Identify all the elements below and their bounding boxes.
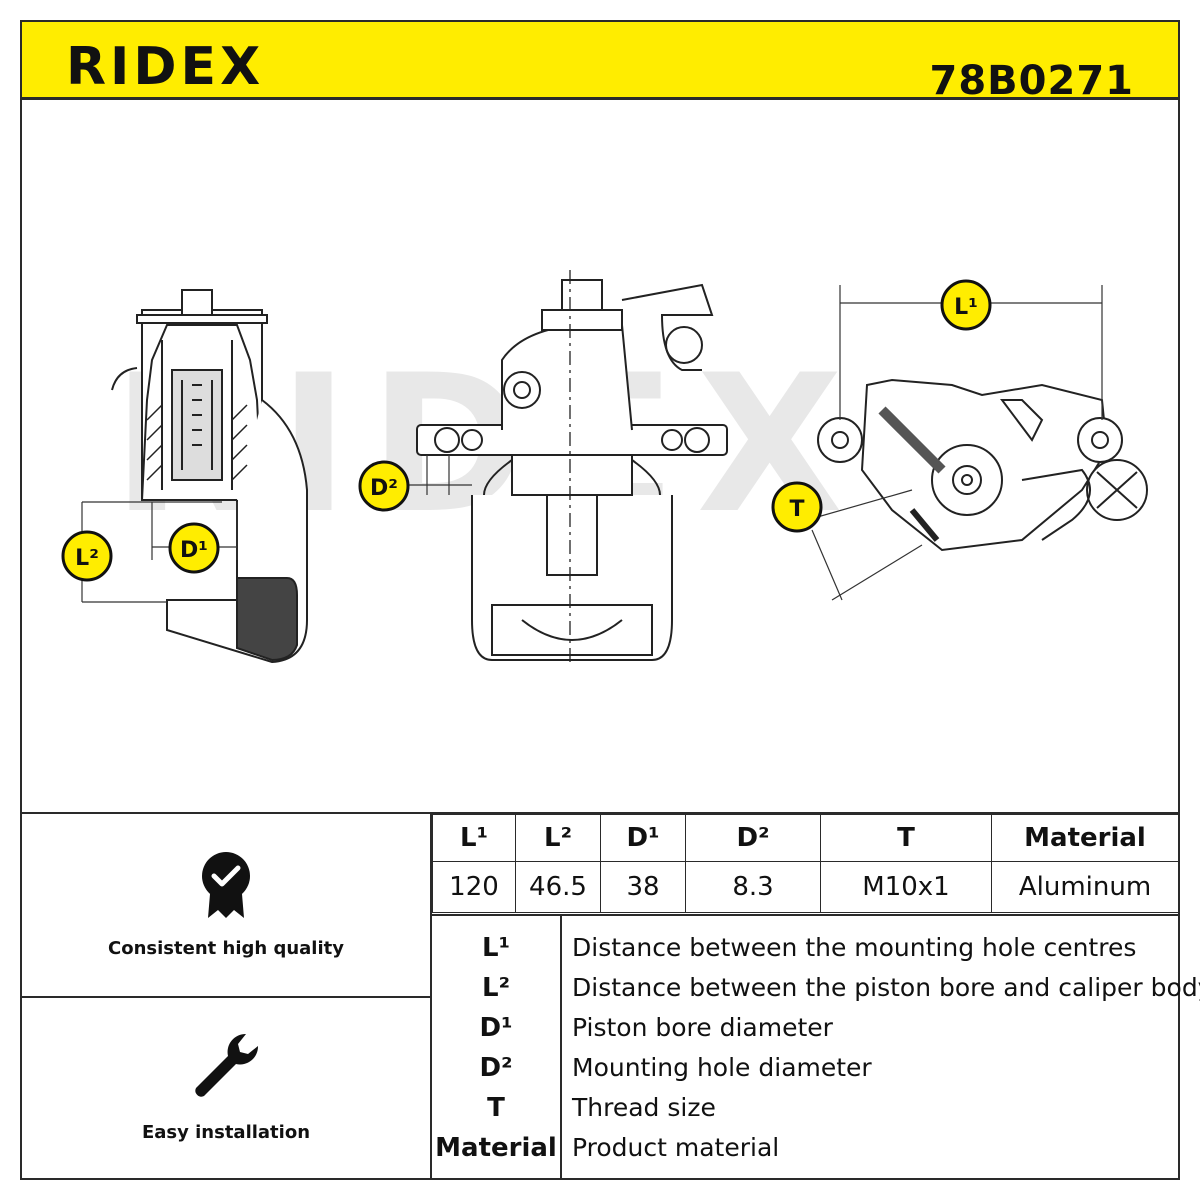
legend-desc: Piston bore diameter <box>572 1013 833 1042</box>
legend-key: L² <box>482 973 510 1003</box>
callout-d1-label: D¹ <box>180 538 208 563</box>
caliper-side-section <box>111 289 308 664</box>
legend-desc: Thread size <box>572 1093 716 1122</box>
features-panel: Consistent high quality Easy installatio… <box>22 814 430 1178</box>
spec-header-t: T <box>820 814 992 862</box>
spec-header-d2: D² <box>685 814 821 862</box>
spec-value-l2: 46.5 <box>515 861 601 913</box>
legend: L¹ Distance between the mounting hole ce… <box>432 914 1200 1180</box>
legend-desc: Distance between the mounting hole centr… <box>572 933 1137 962</box>
legend-key: D² <box>479 1053 513 1083</box>
callout-d1: D¹ <box>168 522 220 574</box>
legend-desc: Mounting hole diameter <box>572 1053 872 1082</box>
legend-row: Material Product material <box>432 1128 1178 1168</box>
feature-installation-label: Easy installation <box>141 1122 311 1143</box>
legend-row: L¹ Distance between the mounting hole ce… <box>432 928 1178 968</box>
legend-row: D¹ Piston bore diameter <box>432 1008 1178 1048</box>
legend-key: T <box>487 1093 505 1123</box>
callout-l1-label: L¹ <box>954 295 978 320</box>
specs-table: L¹ L² D¹ D² T Material 120 46.5 38 8.3 M… <box>432 814 1179 913</box>
legend-row: L² Distance between the piston bore and … <box>432 968 1200 1008</box>
feature-quality-label: Consistent high quality <box>108 938 344 959</box>
dim-lines-middle <box>402 455 472 495</box>
legend-row: D² Mounting hole diameter <box>432 1048 1178 1088</box>
technical-drawing: RIDEX L² <box>22 100 1178 812</box>
brand-name: RIDEX <box>66 42 264 88</box>
legend-key: Material <box>435 1133 557 1163</box>
legend-separator <box>560 916 562 1180</box>
legend-desc: Distance between the piston bore and cal… <box>572 973 1200 1002</box>
wrench-icon <box>195 1033 259 1097</box>
legend-key: L¹ <box>482 933 510 963</box>
spec-header-material: Material <box>991 814 1179 862</box>
spec-value-d1: 38 <box>600 861 686 913</box>
header-bar: RIDEX 78B0271 <box>20 20 1180 104</box>
part-number: 78B0271 <box>929 58 1134 104</box>
legend-desc: Product material <box>572 1133 780 1162</box>
callout-d2: D² <box>358 460 410 512</box>
caliper-drawing: RIDEX L² <box>61 270 1148 665</box>
specs-value-row: 120 46.5 38 8.3 M10x1 Aluminum <box>432 861 1179 913</box>
spec-value-material: Aluminum <box>991 861 1179 913</box>
feature-installation: Easy installation <box>22 998 430 1178</box>
callout-l2-label: L² <box>75 546 99 571</box>
legend-key: D¹ <box>479 1013 513 1043</box>
caliper-back-view <box>817 378 1148 552</box>
panel-divider <box>430 814 432 1178</box>
spec-value-d2: 8.3 <box>685 861 821 913</box>
callout-l2: L² <box>61 530 113 582</box>
quality-badge-icon <box>202 852 250 918</box>
spec-value-l1: 120 <box>432 861 516 913</box>
callout-d2-label: D² <box>370 476 398 501</box>
legend-row: T Thread size <box>432 1088 1178 1128</box>
caliper-front-view <box>416 270 728 665</box>
callout-t: T <box>771 481 823 533</box>
spec-value-t: M10x1 <box>820 861 992 913</box>
spec-header-d1: D¹ <box>600 814 686 862</box>
feature-quality: Consistent high quality <box>22 814 430 998</box>
callout-t-label: T <box>789 497 804 522</box>
ridex-logo: RIDEX <box>66 42 264 88</box>
specs-header-row: L¹ L² D¹ D² T Material <box>432 814 1179 862</box>
callout-l1: L¹ <box>940 279 992 331</box>
spec-header-l1: L¹ <box>432 814 516 862</box>
spec-header-l2: L² <box>515 814 601 862</box>
section-divider <box>20 812 1180 814</box>
